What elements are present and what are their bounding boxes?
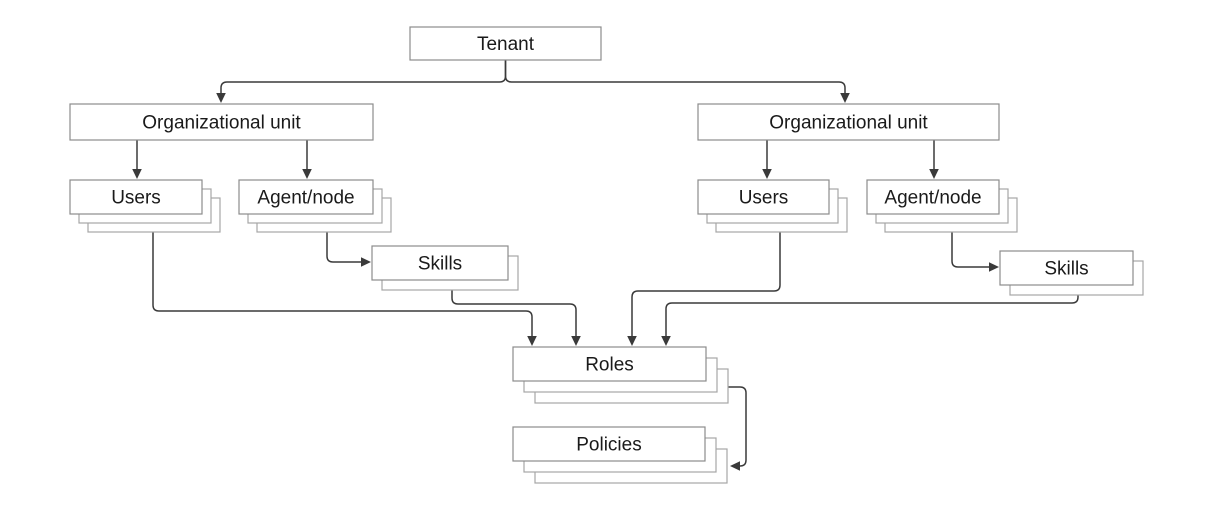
node-tenant-box [409, 26, 602, 61]
node-users-left-label: Users [111, 188, 161, 209]
node-agent-node-left-box [238, 179, 374, 215]
node-users-left: Users [69, 179, 221, 233]
edge-users-right-to-roles [627, 232, 781, 346]
node-users-right-label: Users [739, 188, 789, 209]
node-skills-left: Skills [371, 245, 519, 291]
node-roles-box [512, 346, 707, 382]
edge-agent-node-left-to-skills-left [326, 232, 371, 267]
edge-skills-left-to-roles [451, 290, 581, 346]
node-tenant-label: Tenant [477, 34, 535, 55]
node-skills-right-box [999, 250, 1134, 286]
node-agent-node-right: Agent/node [866, 179, 1018, 233]
edge-roles-to-policies [728, 386, 747, 471]
node-users-right: Users [697, 179, 848, 233]
node-org-unit-left-box [69, 103, 374, 141]
node-policies: Policies [512, 426, 728, 484]
node-agent-node-left: Agent/node [238, 179, 392, 233]
edge-tenant-to-org-unit-left [216, 60, 507, 103]
node-agent-node-right-label: Agent/node [884, 188, 981, 209]
node-agent-node-left-label: Agent/node [257, 188, 354, 209]
node-tenant: Tenant [409, 26, 602, 61]
edge-agent-node-right-to-skills-right [951, 232, 999, 272]
edge-skills-right-to-roles [661, 295, 1079, 346]
edge-users-left-to-roles [152, 232, 537, 346]
node-org-unit-right-label: Organizational unit [769, 113, 928, 134]
node-users-left-box [69, 179, 203, 215]
node-skills-right: Skills [999, 250, 1144, 296]
node-skills-left-label: Skills [418, 254, 462, 275]
node-roles-label: Roles [585, 355, 634, 376]
node-policies-label: Policies [576, 435, 641, 456]
node-agent-node-right-box [866, 179, 1000, 215]
node-org-unit-right: Organizational unit [697, 103, 1000, 141]
node-roles: Roles [512, 346, 729, 404]
node-org-unit-right-box [697, 103, 1000, 141]
edges [132, 60, 1079, 471]
node-users-right-box [697, 179, 830, 215]
node-policies-box [512, 426, 706, 462]
node-skills-left-box [371, 245, 509, 281]
edge-tenant-to-org-unit-right [504, 60, 850, 103]
node-org-unit-left-label: Organizational unit [142, 113, 301, 134]
node-skills-right-label: Skills [1044, 259, 1088, 280]
node-org-unit-left: Organizational unit [69, 103, 374, 141]
